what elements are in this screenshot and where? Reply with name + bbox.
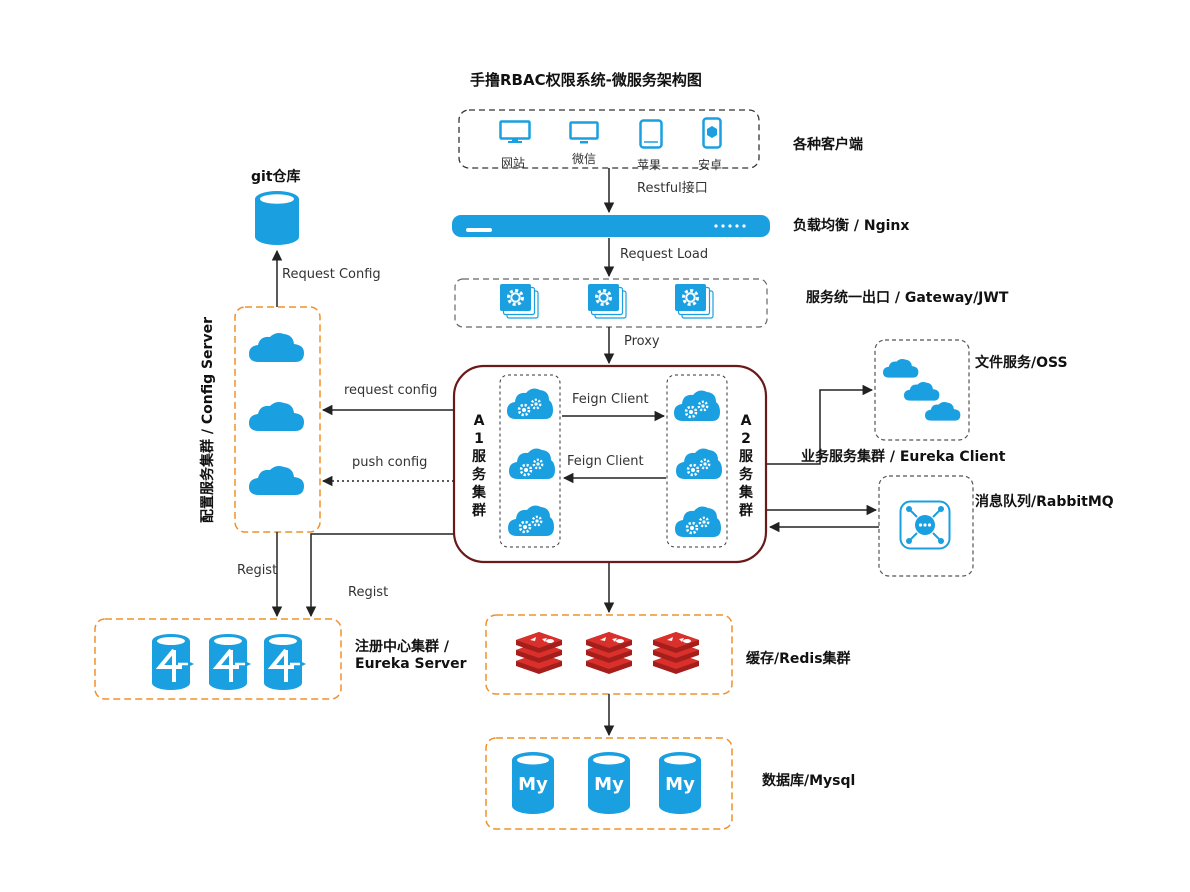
- edge-label-request-config-git: Request Config: [282, 267, 381, 282]
- service-cloud-gear-icon: [674, 388, 720, 424]
- eureka-label-line2: Eureka Server: [355, 656, 467, 672]
- edge-label-feign-a1-a2: Feign Client: [572, 392, 649, 407]
- gateway-frame: [454, 278, 768, 328]
- gear-icon: [588, 284, 628, 320]
- edge-label-feign-a2-a1: Feign Client: [567, 454, 644, 469]
- nginx-bar: [452, 215, 770, 237]
- mq-frame: [878, 475, 974, 577]
- registry-database-icon: [264, 634, 308, 692]
- message-queue-icon: [899, 500, 951, 550]
- service-cloud-gear-icon: [675, 504, 721, 540]
- mysql-label: 数据库/Mysql: [762, 773, 856, 789]
- edge-label-proxy: Proxy: [624, 334, 660, 349]
- service-cloud-gear-icon: [508, 503, 554, 539]
- service-cloud-gear-icon: [507, 386, 553, 422]
- edge-business-oss: [767, 384, 874, 465]
- business-frame: [452, 364, 768, 564]
- monitor-icon: [499, 120, 531, 144]
- config-server-label: 配置服务集群 / Config Server: [200, 317, 216, 524]
- clients-frame: [458, 109, 760, 169]
- a2-cluster-label: A2服务集群: [739, 413, 753, 519]
- phone-icon: [702, 117, 722, 149]
- mysql-badge-text: My: [665, 774, 695, 795]
- redis-icon: [514, 631, 564, 675]
- redis-icon: [651, 631, 701, 675]
- a1-cluster-label: A1服务集群: [472, 413, 486, 519]
- edge-label-restful: Restful接口: [637, 181, 708, 196]
- gear-icon: [500, 284, 540, 320]
- cloud-icon: [249, 400, 305, 432]
- business-cluster-label: 业务服务集群 / Eureka Client: [801, 449, 1006, 465]
- mysql-badge-text: My: [518, 774, 548, 795]
- git-label: git仓库: [251, 169, 301, 185]
- edge-label-request-config: request config: [344, 383, 438, 398]
- mysql-database-icon: My: [512, 752, 554, 814]
- gateway-label: 服务统一出口 / Gateway/JWT: [806, 290, 1009, 306]
- edge-label-regist-2: Regist: [348, 585, 389, 600]
- mysql-frame: [485, 737, 733, 830]
- redis-icon: [584, 631, 634, 675]
- registry-database-icon: [209, 634, 253, 692]
- edge-label-request-load: Request Load: [620, 247, 709, 262]
- client-label-web: 网站: [501, 156, 526, 170]
- database-icon: [255, 191, 299, 245]
- gear-icon: [675, 284, 715, 320]
- client-label-android: 安卓: [698, 158, 723, 172]
- oss-label: 文件服务/OSS: [975, 355, 1068, 371]
- client-label-wechat: 微信: [572, 152, 597, 166]
- mysql-database-icon: My: [588, 752, 630, 814]
- mysql-database-icon: My: [659, 752, 701, 814]
- eureka-frame: [94, 618, 342, 700]
- service-cloud-gear-icon: [676, 446, 722, 482]
- cloud-icon: [883, 354, 919, 382]
- edge-regist-business: [305, 533, 454, 618]
- tablet-icon: [639, 119, 663, 149]
- cloud-icon: [904, 377, 940, 405]
- monitor-icon: [569, 121, 599, 145]
- diagram-title: 手撸RBAC权限系统-微服务架构图: [470, 71, 702, 89]
- edge-label-regist-1: Regist: [237, 563, 278, 578]
- nginx-label: 负载均衡 / Nginx: [793, 218, 910, 234]
- cloud-icon: [249, 464, 305, 496]
- oss-frame: [874, 339, 970, 441]
- service-cloud-gear-icon: [509, 446, 555, 482]
- edge-label-push-config: push config: [352, 455, 428, 470]
- mq-label: 消息队列/RabbitMQ: [975, 494, 1114, 510]
- cloud-icon: [925, 397, 961, 425]
- registry-database-icon: [152, 634, 196, 692]
- client-label-apple: 苹果: [637, 158, 662, 172]
- cloud-icon: [249, 331, 305, 363]
- mysql-badge-text: My: [594, 774, 624, 795]
- redis-label: 缓存/Redis集群: [746, 651, 851, 667]
- a2-cluster-frame: [666, 374, 728, 548]
- clients-label: 各种客户端: [793, 137, 863, 153]
- eureka-label-line1: 注册中心集群 /: [355, 639, 449, 655]
- a1-cluster-frame: [499, 374, 561, 548]
